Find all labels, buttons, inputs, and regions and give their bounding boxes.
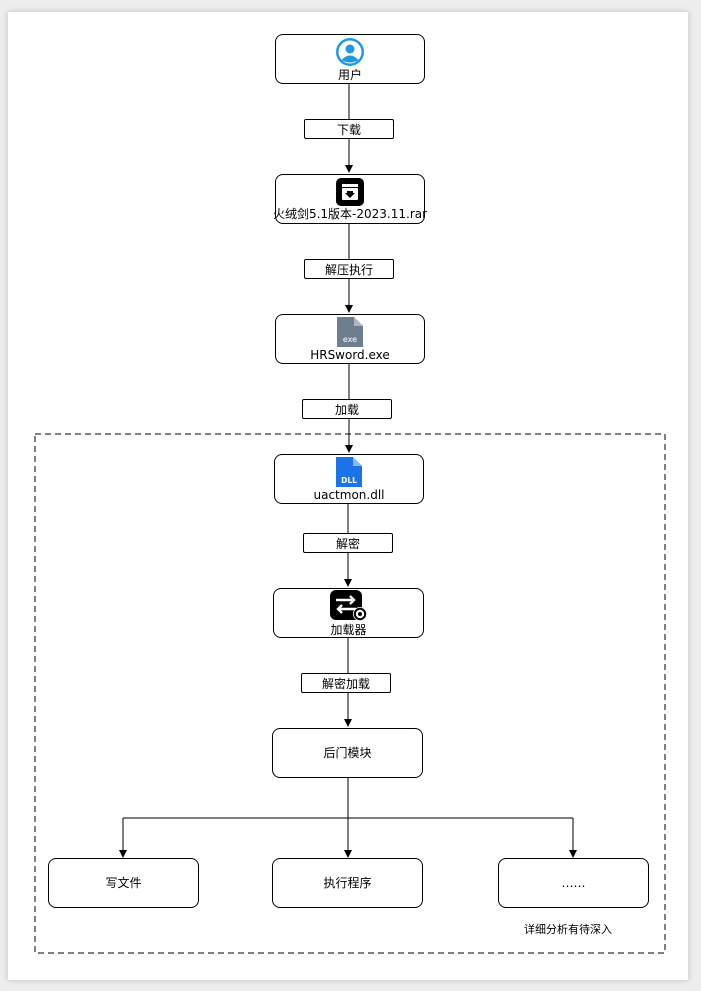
node-label: 执行程序 — [323, 876, 372, 890]
node-write-file: 写文件 — [48, 858, 199, 908]
node-more: …… — [498, 858, 649, 908]
node-archive: 火绒剑5.1版本-2023.11.rar — [272, 174, 428, 224]
node-exec-program: 执行程序 — [272, 858, 423, 908]
node-loader: 加载器 — [273, 588, 424, 638]
node-label: 写文件 — [105, 876, 142, 890]
svg-text:DLL: DLL — [341, 476, 357, 485]
node-label: HRSword.exe — [310, 347, 390, 362]
node-dll: DLL uactmon.dll — [274, 454, 424, 504]
node-label: 加载器 — [330, 622, 367, 637]
node-label: …… — [561, 876, 586, 890]
node-label: 火绒剑5.1版本-2023.11.rar — [272, 206, 428, 221]
node-exe: exe HRSword.exe — [275, 314, 425, 364]
edge-label-decrypt-load: 解密加载 — [301, 673, 391, 693]
node-label: uactmon.dll — [313, 487, 385, 502]
node-label: 用户 — [337, 67, 362, 82]
archive-download-icon — [336, 177, 364, 206]
edge-label-download: 下载 — [304, 119, 394, 139]
node-backdoor-module: 后门模块 — [272, 728, 423, 778]
diagram-canvas: 用户 火绒剑5.1版本-2023.11.rar exe HRSword.exe … — [8, 12, 688, 980]
user-avatar-icon — [336, 37, 364, 66]
node-user: 用户 — [275, 34, 425, 84]
edge-label-decrypt: 解密 — [303, 533, 393, 553]
analysis-note: 详细分析有待深入 — [524, 923, 612, 936]
edge-label-load: 加载 — [302, 399, 392, 419]
loader-transfer-icon — [329, 589, 367, 621]
dashed-group-boundary — [34, 433, 666, 954]
dll-file-icon: DLL — [336, 456, 362, 487]
edge-label-extract-run: 解压执行 — [304, 259, 394, 279]
exe-file-icon: exe — [337, 316, 363, 347]
node-label: 后门模块 — [323, 746, 372, 760]
svg-text:exe: exe — [343, 335, 357, 344]
